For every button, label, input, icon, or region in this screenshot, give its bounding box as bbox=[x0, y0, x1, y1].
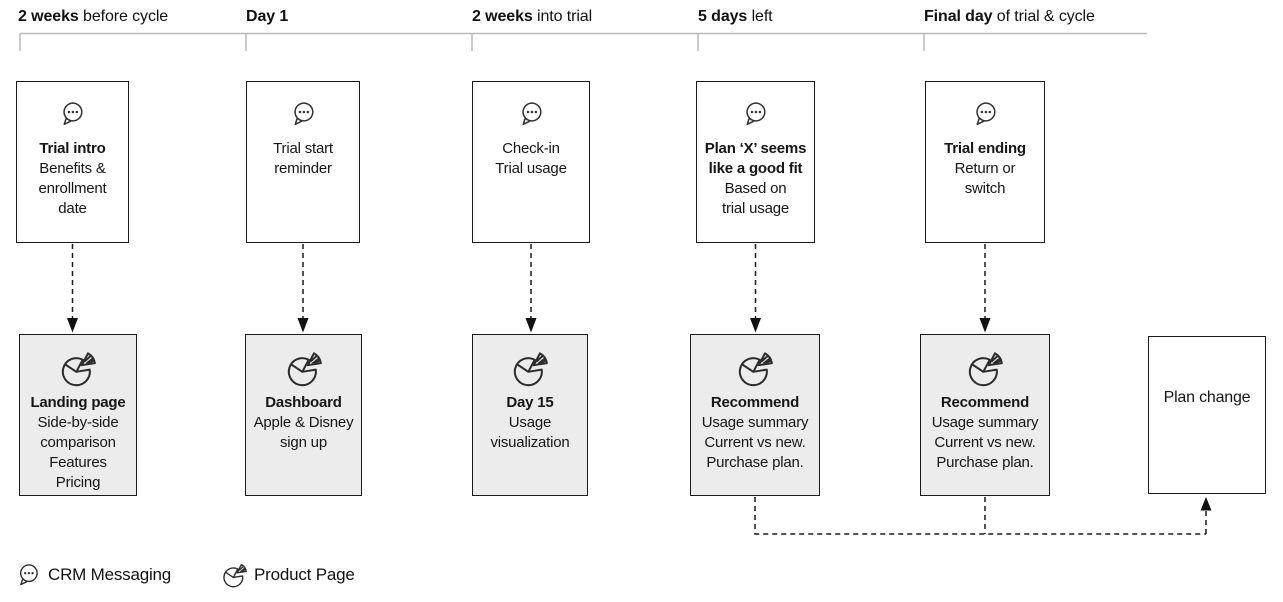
milestone-rest: left bbox=[747, 8, 773, 25]
box-body: Apple & Disney sign up bbox=[253, 414, 354, 451]
box-title: Plan ‘X’ seems like a good fit bbox=[704, 140, 807, 177]
box-body: Usage summary Current vs new. Purchase p… bbox=[701, 414, 809, 471]
pie-chart-icon bbox=[287, 352, 322, 387]
flow-arrowhead-4 bbox=[750, 318, 761, 333]
box-body: Usage visualization bbox=[490, 414, 570, 451]
legend-label: Product Page bbox=[254, 565, 355, 584]
milestone-emphasis: 2 weeks bbox=[472, 8, 533, 25]
chat-bubble-icon bbox=[521, 102, 542, 126]
crm-box-trial-intro: Trial intro Benefits & enrollment date bbox=[16, 81, 129, 243]
pie-chart-icon bbox=[61, 352, 96, 387]
product-box-recommend-2: Recommend Usage summary Current vs new. … bbox=[920, 334, 1050, 496]
pie-chart-icon bbox=[223, 563, 247, 587]
timeline-ticks bbox=[19, 33, 925, 51]
box-body: Usage summary Current vs new. Purchase p… bbox=[931, 414, 1039, 471]
box-title: Day 15 bbox=[506, 394, 554, 411]
crm-box-trial-start-reminder: Trial start reminder bbox=[246, 81, 360, 243]
milestone-label-2: Day 1 bbox=[246, 8, 288, 26]
product-box-day-15: Day 15 Usage visualization bbox=[472, 334, 588, 496]
legend-label: CRM Messaging bbox=[48, 565, 172, 584]
pie-chart-icon bbox=[738, 352, 773, 387]
box-title: Trial intro bbox=[39, 140, 106, 157]
milestone-rest: before cycle bbox=[78, 8, 169, 25]
legend-item-product-page: Product Page bbox=[222, 560, 355, 590]
outcome-label: Plan change bbox=[1163, 389, 1251, 406]
box-body: Check-in Trial usage bbox=[495, 140, 567, 177]
product-box-recommend-1: Recommend Usage summary Current vs new. … bbox=[690, 334, 820, 496]
box-title: Dashboard bbox=[265, 394, 342, 411]
plan-change-connector-line bbox=[754, 497, 1207, 535]
box-title: Trial ending bbox=[944, 140, 1026, 157]
flow-arrowhead-1 bbox=[67, 318, 78, 333]
milestone-emphasis: 5 days bbox=[698, 8, 748, 25]
box-body: Return or switch bbox=[954, 160, 1016, 197]
milestone-emphasis: Final day bbox=[924, 8, 993, 25]
outcome-box-plan-change: Plan change bbox=[1148, 336, 1266, 494]
crm-box-plan-fit: Plan ‘X’ seems like a good fit Based on … bbox=[696, 81, 815, 243]
box-body: Trial start reminder bbox=[273, 140, 333, 177]
box-body: Side-by-side comparison Features Pricing bbox=[37, 414, 119, 491]
crm-box-trial-ending: Trial ending Return or switch bbox=[925, 81, 1045, 243]
chat-bubble-icon bbox=[746, 102, 766, 126]
product-box-landing-page: Landing page Side-by-side comparison Fea… bbox=[19, 334, 137, 496]
legend-item-crm-messaging: CRM Messaging bbox=[16, 560, 171, 590]
milestone-label-5: Final day of trial & cycle bbox=[924, 8, 1095, 26]
chat-bubble-icon bbox=[63, 102, 83, 126]
milestone-rest: into trial bbox=[532, 8, 593, 25]
plan-change-arrowhead bbox=[1200, 497, 1212, 511]
milestone-label-3: 2 weeks into trial bbox=[472, 8, 592, 26]
flow-arrowhead-5 bbox=[979, 318, 991, 333]
chat-bubble-icon bbox=[19, 563, 38, 585]
product-box-dashboard: Dashboard Apple & Disney sign up bbox=[245, 334, 362, 496]
box-body: Benefits & enrollment date bbox=[38, 160, 107, 217]
box-title: Landing page bbox=[30, 394, 126, 411]
pie-chart-icon bbox=[513, 352, 548, 387]
crm-box-check-in: Check-in Trial usage bbox=[472, 81, 590, 243]
box-title: Recommend bbox=[710, 394, 800, 411]
flow-arrowhead-2 bbox=[297, 318, 309, 333]
chat-bubble-icon bbox=[293, 102, 314, 126]
milestone-emphasis: 2 weeks bbox=[18, 8, 79, 25]
flow-arrowhead-3 bbox=[525, 318, 537, 333]
pie-chart-icon bbox=[968, 352, 1003, 387]
box-title: Recommend bbox=[940, 394, 1030, 411]
milestone-emphasis: Day 1 bbox=[246, 8, 289, 25]
chat-bubble-icon bbox=[975, 102, 996, 126]
box-body: Based on trial usage bbox=[721, 180, 789, 217]
milestone-rest: of trial & cycle bbox=[992, 8, 1095, 25]
milestone-label-1: 2 weeks before cycle bbox=[18, 8, 168, 26]
milestone-label-4: 5 days left bbox=[698, 8, 773, 26]
